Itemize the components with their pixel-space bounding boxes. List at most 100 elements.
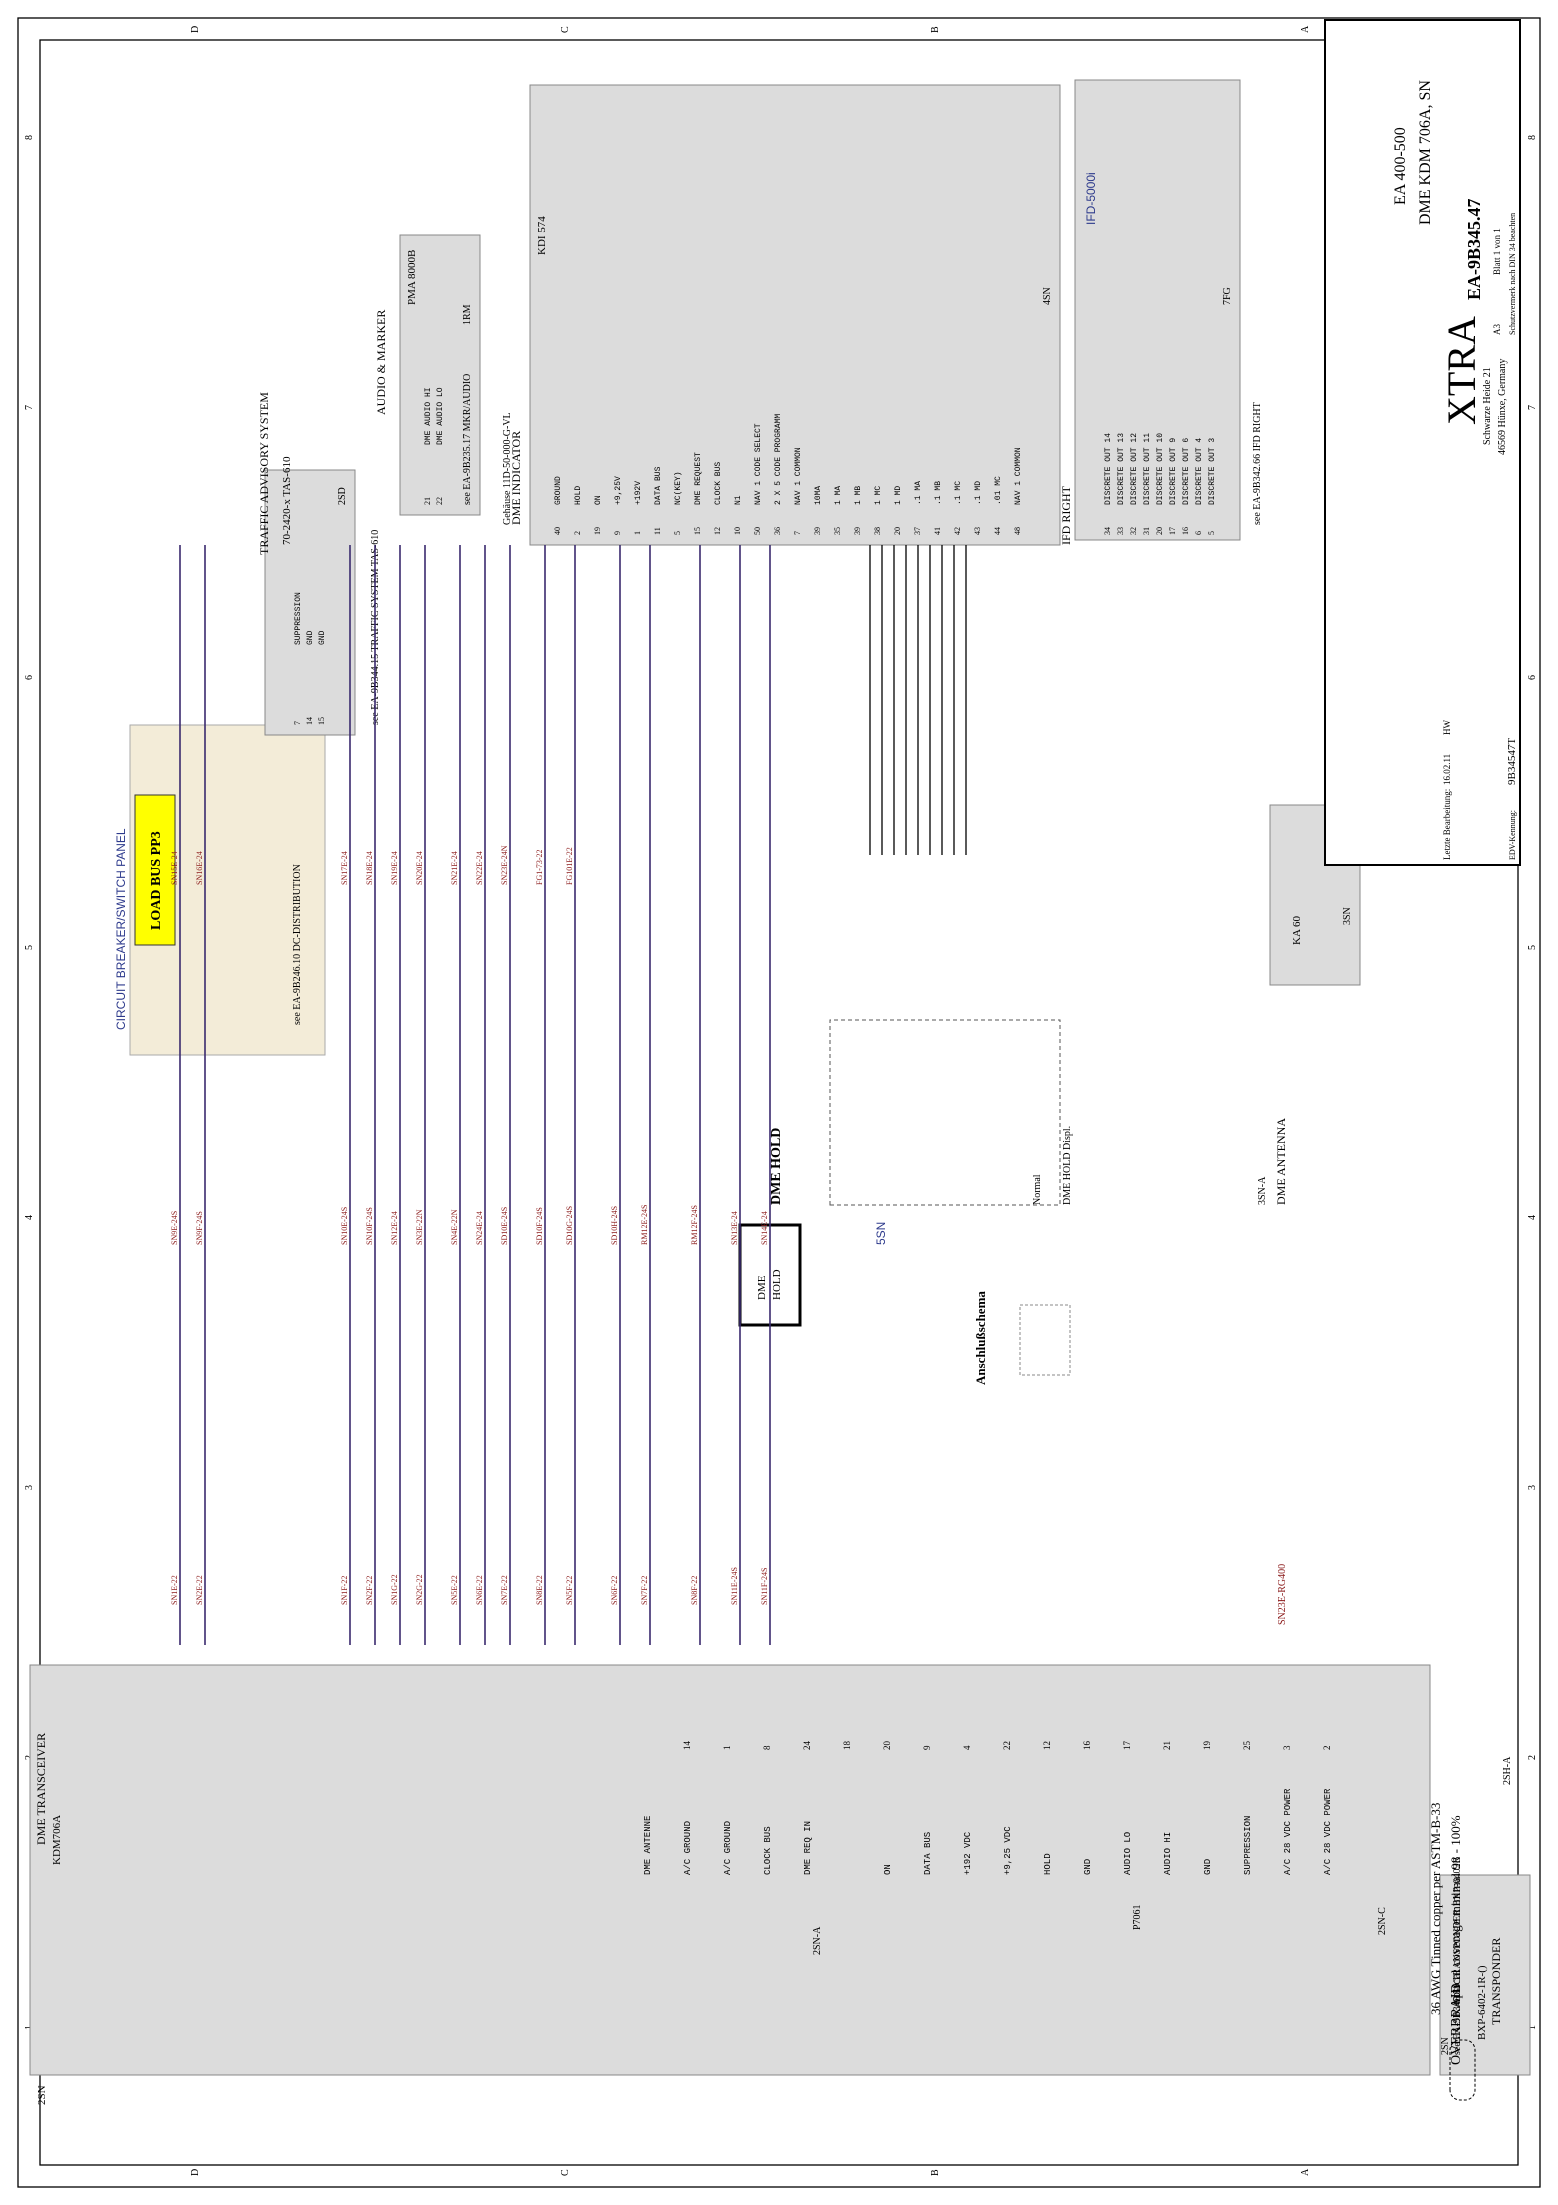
wire-label: SN7E-22	[500, 1575, 509, 1605]
kdi-pin-name: HOLD	[574, 486, 583, 505]
transponder-ref: see EA-9B345.58 TRANSPONDER BXP-6402R	[1452, 1857, 1463, 2055]
kdi-pin-name: 2 X 5 CODE PROGRAMM	[774, 414, 783, 505]
grid-number-top: 6	[24, 675, 35, 680]
wire-label: SD10G-24S	[565, 1206, 574, 1245]
antenna-model: KA 60	[1291, 915, 1303, 945]
kdm-pin-name: DME ANTENNE	[643, 1816, 653, 1875]
kdi-title: DME INDICATOR	[509, 431, 523, 525]
kdi-pin-number: 48	[1013, 527, 1022, 535]
pin-scheme	[1019, 1304, 1071, 1376]
kdi-pin-number: 41	[933, 527, 942, 535]
kdm-pin-name: ON	[883, 1864, 893, 1875]
kdi-pin-number: 11	[653, 527, 662, 535]
ifd-pin-number: 20	[1155, 527, 1164, 535]
kdi-pin-number: 19	[593, 527, 602, 535]
kdi-pin-name: ON	[594, 495, 603, 505]
wire-label: SN1G-22	[390, 1574, 399, 1605]
ifd-box	[1074, 79, 1241, 541]
kdm-pin-name: GND	[1203, 1859, 1213, 1875]
kdm-pin-number: 16	[1082, 1741, 1092, 1751]
grid-letter-left: C	[560, 2169, 571, 2176]
ifd-pin-name: DISCRETE OUT 13	[1117, 433, 1126, 505]
grid-number-bottom: 2	[1527, 1755, 1538, 1760]
kdi-pin-number: 38	[873, 527, 882, 535]
grid-number-bottom: 8	[1527, 135, 1538, 140]
kdm-title: DME TRANSCEIVER	[34, 1733, 48, 1845]
tb-ea: EA 400-500	[1392, 127, 1409, 205]
wire-label: SN5E-22	[450, 1575, 459, 1605]
ifd-pin-name: DISCRETE OUT 14	[1104, 433, 1113, 505]
cb-title: CIRCUIT BREAKER/SWITCH PANEL	[114, 828, 128, 1030]
ifd-pin-name: DISCRETE OUT 4	[1195, 438, 1204, 505]
grid-number-bottom: 3	[1527, 1485, 1538, 1490]
kdm-box	[29, 1664, 1431, 2076]
kdm-pin-number: 3	[1282, 1745, 1292, 1750]
kdm-pin-number: 4	[962, 1745, 972, 1750]
kdi-pin-name: DATA BUS	[654, 466, 663, 505]
tas-pin-number: 7	[293, 721, 302, 725]
kdi-pin-number: 5	[673, 531, 682, 535]
ifd-title: IFD RIGHT	[1059, 485, 1073, 545]
kdi-pin-name: .1 MA	[914, 481, 923, 505]
kdi-pin-name: DME REQUEST	[694, 452, 703, 505]
wire-label: SD10H-24S	[610, 1206, 619, 1245]
kdm-pin-name: +9,25 VDC	[1003, 1826, 1013, 1875]
kdm-pin-name: A/C GROUND	[683, 1821, 693, 1875]
tas-box	[264, 469, 356, 736]
grid-letter-right: B	[930, 26, 941, 33]
tas-pin-name: SUPPRESSION	[294, 592, 303, 645]
kdm-pin-number: 18	[842, 1741, 852, 1751]
grid-letter-left: D	[190, 2169, 201, 2176]
wire-label: SN10F-24S	[365, 1207, 374, 1245]
kdi-pin-name: 10MA	[814, 486, 823, 505]
kdi-pin-name: NC(KEY)	[674, 471, 683, 505]
switch-contacts-frame	[829, 1019, 1061, 1206]
wire-label: SN21E-24	[450, 851, 459, 885]
wire-label: SN8F-22	[690, 1576, 699, 1605]
kdi-pin-name: 1 MB	[854, 486, 863, 505]
kdm-pin-number: 14	[682, 1741, 692, 1751]
grid-number-top: 8	[24, 135, 35, 140]
kdm-conn: 2SN-C	[1377, 1907, 1388, 1935]
kdm-pin-name: +192 VDC	[963, 1831, 973, 1875]
wire-label: SN18E-24	[365, 851, 374, 885]
kdm-pin-name: AUDIO HI	[1163, 1832, 1173, 1875]
wire-label: FG1-73-22	[535, 849, 544, 885]
kdm-pin-number: 21	[1162, 1741, 1172, 1750]
kdm-pin-number: 24	[802, 1741, 812, 1751]
wire-label: SN10E-24S	[340, 1207, 349, 1245]
transponder-box	[1439, 1874, 1531, 2076]
transponder-id: 2SN	[1440, 2037, 1451, 2055]
cb-panel	[129, 724, 326, 1056]
load-bus-label: LOAD BUS PP3	[149, 831, 164, 930]
kdm-plug: P7061	[1132, 1904, 1143, 1930]
kdm-pin-number: 9	[922, 1745, 932, 1750]
wire-label: SN2F-22	[365, 1576, 374, 1605]
tb-last-edit-name: HW	[1442, 720, 1452, 735]
kdm-id: 2SN	[36, 2085, 48, 2105]
kdi-pin-name: NAV 1 COMMON	[794, 447, 803, 505]
antenna-title: DME ANTENNA	[1274, 1118, 1288, 1205]
ifd-pin-name: DISCRETE OUT 12	[1130, 433, 1139, 505]
title-block: EA 400-500 DME KDM 706A, SN EA-9B345.47 …	[1324, 19, 1521, 866]
grid-number-bottom: 4	[1527, 1215, 1538, 1220]
kdi-pin-name: GROUND	[554, 476, 563, 505]
kdm-pin-name: DATA BUS	[923, 1832, 933, 1875]
kdm-pin-number: 19	[1202, 1741, 1212, 1751]
kdi-pin-number: 15	[693, 527, 702, 535]
ifd-pin-number: 6	[1194, 531, 1203, 535]
ifd-pin-name: DISCRETE OUT 9	[1169, 438, 1178, 505]
kdi-pin-number: 12	[713, 527, 722, 535]
kdi-pin-name: 1 MC	[874, 486, 883, 505]
wire-label: RM12F-24S	[690, 1205, 699, 1245]
tas-pin-name: GND	[306, 630, 315, 645]
wire-label: SN4E-22N	[450, 1209, 459, 1245]
wire-label: RM12E-24S	[640, 1205, 649, 1245]
kdm-pin-name: CLOCK BUS	[763, 1826, 773, 1875]
pma-id: 1RM	[462, 304, 473, 325]
wire-label: SN1E-22	[170, 1575, 179, 1605]
kdi-pin-number: 37	[913, 527, 922, 535]
